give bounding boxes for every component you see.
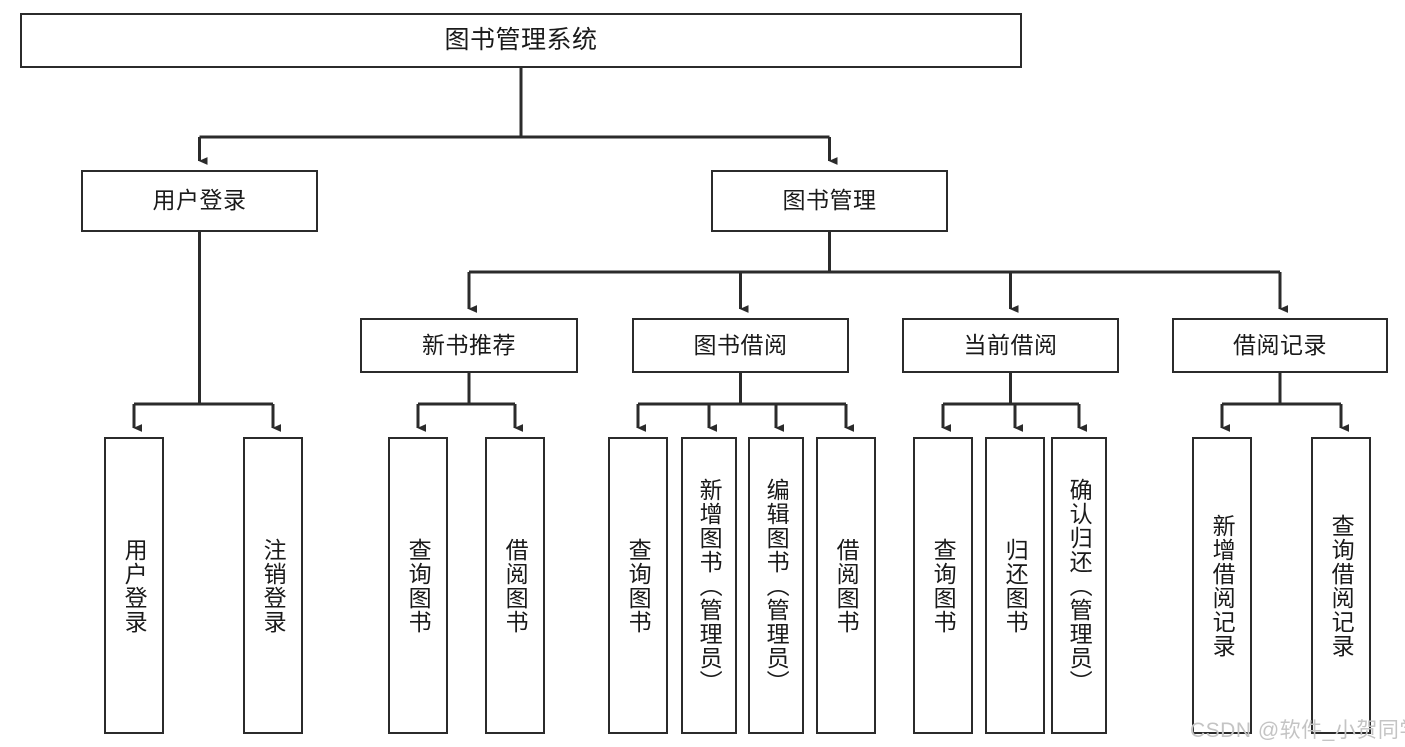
node-user-login[interactable]: 用户登录 [81,170,318,232]
node-leaf-logout[interactable]: 注销登录 [243,437,303,734]
node-label: 借阅记录 [1233,331,1327,358]
node-leaf-add-book-admin[interactable]: 新增图书（管理员） [681,437,737,734]
node-label: 查询借阅记录 [1328,513,1355,658]
node-label: 新增借阅记录 [1209,513,1236,658]
node-leaf-query-borrow-record[interactable]: 查询借阅记录 [1311,437,1371,734]
node-label: 归还图书 [1002,537,1029,634]
node-label: 图书管理系统 [444,25,598,54]
node-label: 图书借阅 [693,331,788,358]
node-borrow-record[interactable]: 借阅记录 [1172,318,1388,373]
node-leaf-query-book-borrow[interactable]: 查询图书 [608,437,668,734]
node-label: 查询图书 [625,537,652,634]
node-leaf-add-borrow-record[interactable]: 新增借阅记录 [1192,437,1252,734]
node-leaf-confirm-return-admin[interactable]: 确认归还（管理员） [1051,437,1107,734]
node-label: 注销登录 [260,537,287,634]
node-root-system[interactable]: 图书管理系统 [20,13,1022,68]
csdn-watermark: CSDN @软件_小贺同学 [1190,719,1405,742]
node-label: 查询图书 [930,537,957,634]
node-label: 借阅图书 [502,537,529,634]
node-label: 用户登录 [152,187,247,214]
node-label: 新书推荐 [422,331,516,358]
node-current-borrow[interactable]: 当前借阅 [902,318,1119,373]
node-new-book-recommend[interactable]: 新书推荐 [360,318,578,373]
node-label: 确认归还（管理员） [1066,477,1093,694]
node-label: 图书管理 [782,187,877,214]
node-label: 当前借阅 [963,331,1058,358]
node-leaf-query-book-new[interactable]: 查询图书 [388,437,448,734]
node-book-borrow[interactable]: 图书借阅 [632,318,849,373]
node-label: 借阅图书 [833,537,860,634]
node-label: 编辑图书（管理员） [763,477,790,694]
node-leaf-return-book[interactable]: 归还图书 [985,437,1045,734]
node-leaf-query-book-current[interactable]: 查询图书 [913,437,973,734]
node-label: 查询图书 [405,537,432,634]
node-leaf-borrow-book-new[interactable]: 借阅图书 [485,437,545,734]
node-leaf-borrow-book[interactable]: 借阅图书 [816,437,876,734]
node-book-management[interactable]: 图书管理 [711,170,948,232]
node-label: 新增图书（管理员） [696,477,723,694]
node-leaf-edit-book-admin[interactable]: 编辑图书（管理员） [748,437,804,734]
node-label: 用户登录 [121,537,148,634]
node-leaf-user-login[interactable]: 用户登录 [104,437,164,734]
